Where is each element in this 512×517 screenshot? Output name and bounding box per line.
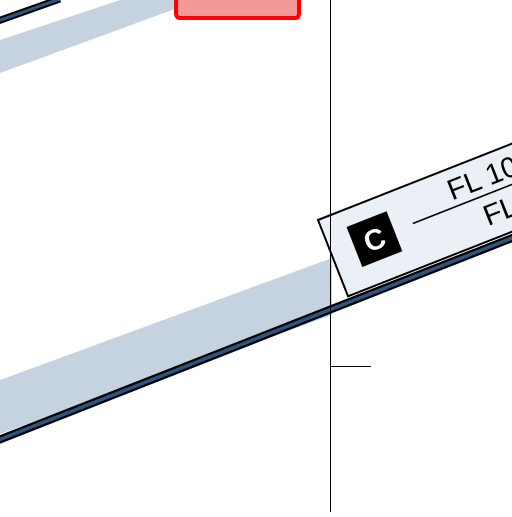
altitude-limit-divider [412,166,512,225]
upper-boundary-line [0,0,61,22]
restricted-area-icon [174,0,301,20]
lower-boundary-line [0,236,512,442]
lower-airspace-corridor [0,258,332,434]
airspace-label[interactable]: C FL 10 FL 7 [316,130,512,298]
upper-airspace-corridor [0,0,175,73]
airspace-class-badge-icon: C [346,211,403,268]
airspace-class-badge-box [346,211,403,268]
